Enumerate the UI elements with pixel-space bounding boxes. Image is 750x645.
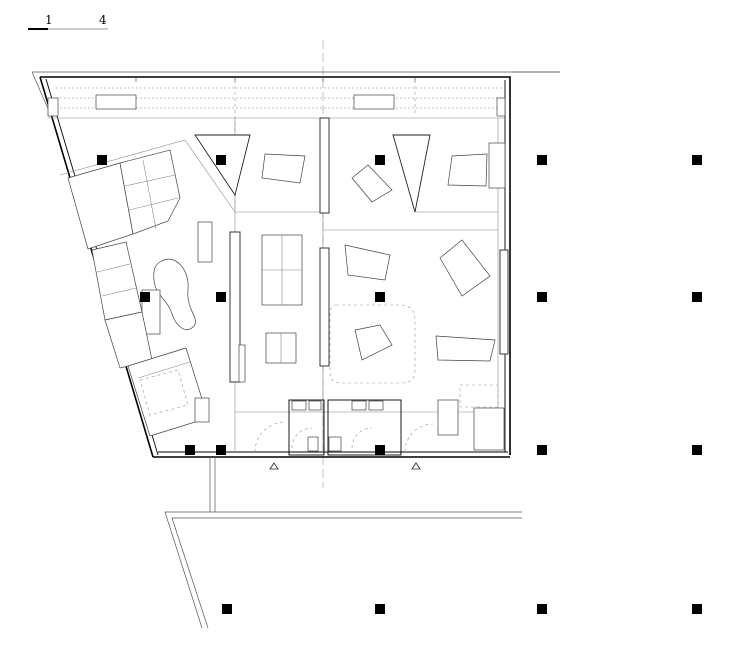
meeting-table [261, 234, 303, 364]
column-square-icon [375, 155, 385, 165]
column-square-icon [375, 445, 385, 455]
column-square-icon [692, 155, 702, 165]
column-square-icon [537, 604, 547, 614]
entrance-markers [269, 462, 421, 470]
entrance-triangle-icon [411, 462, 421, 470]
column-square-icon [222, 604, 232, 614]
column-square-icon [375, 604, 385, 614]
column-square-icon [375, 292, 385, 302]
column-square-icon [692, 604, 702, 614]
column-square-icon [692, 445, 702, 455]
entrance-triangle-icon [269, 462, 279, 470]
column-wedges [194, 134, 431, 213]
column-square-icon [537, 155, 547, 165]
column-square-icon [185, 445, 195, 455]
door-swings [254, 421, 434, 453]
column-square-icon [97, 155, 107, 165]
wall-panels [229, 117, 509, 383]
lounge-furniture [67, 149, 213, 437]
column-square-icon [140, 292, 150, 302]
exterior-walls [39, 76, 511, 458]
column-square-icon [216, 155, 226, 165]
office-tables [261, 153, 499, 408]
connector-passage [209, 457, 216, 512]
top-service-band [47, 78, 506, 212]
structural-columns [97, 155, 702, 614]
service-rooms [288, 399, 505, 456]
column-square-icon [692, 292, 702, 302]
lower-building-outline [164, 511, 522, 629]
column-square-icon [537, 292, 547, 302]
column-square-icon [537, 445, 547, 455]
column-square-icon [216, 445, 226, 455]
column-square-icon [216, 292, 226, 302]
scale-label-start: 1 [45, 13, 53, 27]
scale-label-end: 4 [99, 13, 107, 27]
scale-bar: 1 4 [28, 13, 108, 30]
